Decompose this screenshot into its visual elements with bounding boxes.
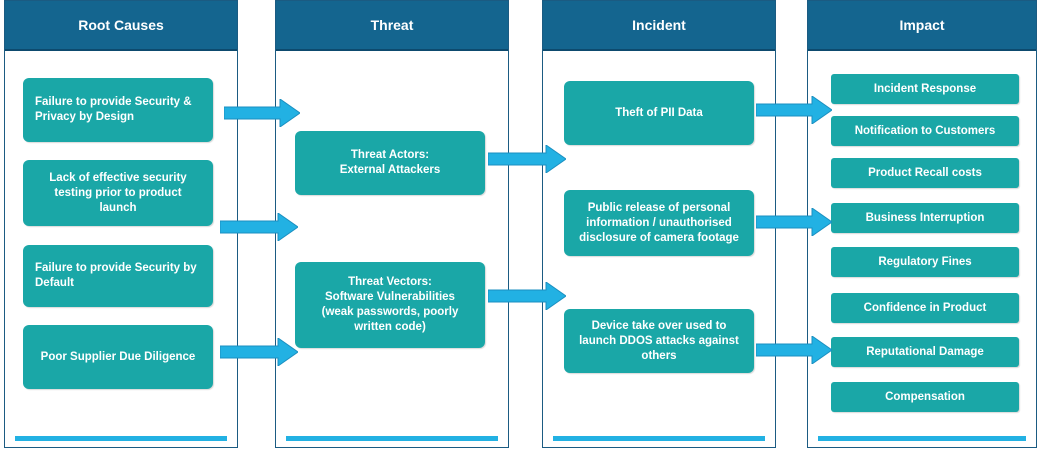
threat-footer-bar (286, 436, 498, 441)
arrow-root-to-threat-1 (224, 99, 300, 127)
root-cause-lack-of-security-testing: Lack of effective security testing prior… (23, 160, 213, 226)
root-cause-security-privacy-by-design: Failure to provide Security & Privacy by… (23, 78, 213, 142)
impact-footer-bar (818, 436, 1026, 441)
threat-vectors-text: Threat Vectors: Software Vulnerabilities… (321, 276, 459, 333)
incident-device-takeover: Device take over used to launch DDOS att… (564, 309, 754, 373)
arrow-incident-to-impact-2 (756, 208, 832, 236)
impact-compensation: Compensation (831, 382, 1019, 412)
threat-actors-box: Threat Actors: External Attackers (295, 131, 485, 195)
threat-actors-text: Threat Actors: External Attackers (339, 149, 441, 176)
impact-notification-to-customers: Notification to Customers (831, 116, 1019, 146)
root-cause-security-by-default: Failure to provide Security by Default (23, 245, 213, 307)
impact-business-interruption: Business Interruption (831, 203, 1019, 233)
threat-header: Threat (276, 1, 508, 51)
impact-header: Impact (808, 1, 1036, 51)
threat-vectors-box: Threat Vectors: Software Vulnerabilities… (295, 262, 485, 348)
arrow-root-to-threat-3 (220, 338, 298, 366)
root-causes-header: Root Causes (5, 1, 237, 51)
root-causes-footer-bar (15, 436, 227, 441)
root-cause-poor-supplier-due-diligence: Poor Supplier Due Diligence (23, 325, 213, 389)
arrow-root-to-threat-2 (220, 213, 298, 241)
arrow-incident-to-impact-3 (756, 336, 832, 364)
threat-column: Threat (275, 0, 509, 448)
impact-confidence-in-product: Confidence in Product (831, 293, 1019, 323)
impact-product-recall-costs: Product Recall costs (831, 158, 1019, 188)
arrow-incident-to-impact-1 (756, 96, 832, 124)
incident-theft-of-pii: Theft of PII Data (564, 81, 754, 145)
impact-incident-response: Incident Response (831, 74, 1019, 104)
incident-footer-bar (553, 436, 765, 441)
incident-header: Incident (543, 1, 775, 51)
impact-regulatory-fines: Regulatory Fines (831, 247, 1019, 277)
arrow-threat-to-incident-2 (488, 282, 566, 310)
incident-public-release: Public release of personal information /… (564, 190, 754, 256)
arrow-threat-to-incident-1 (488, 145, 566, 173)
impact-reputational-damage: Reputational Damage (831, 337, 1019, 367)
